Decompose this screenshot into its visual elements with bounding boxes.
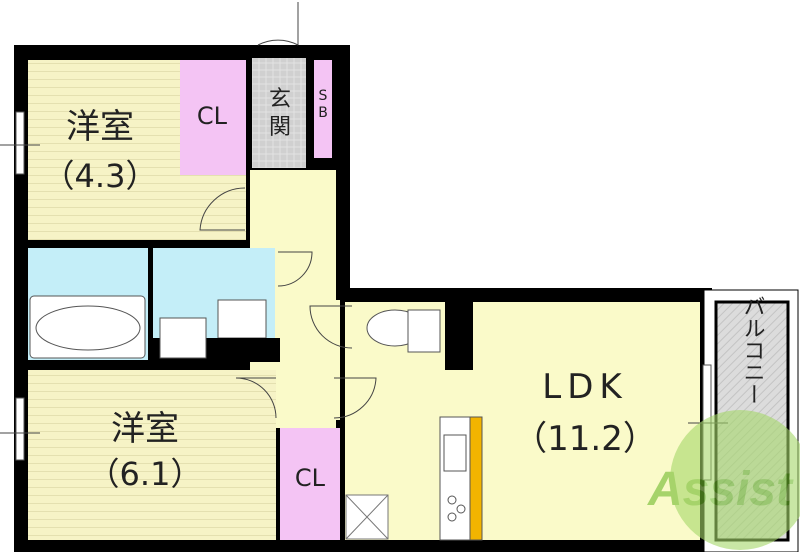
toilet-door [309, 305, 353, 349]
closet-1 [180, 60, 246, 175]
entrance-label-text: 玄 [269, 87, 291, 112]
room2-door [235, 377, 277, 419]
window[interactable] [15, 397, 25, 461]
wash-room-wall [210, 338, 280, 362]
front-door [257, 2, 299, 46]
western-room-2-size: （6.1） [88, 455, 203, 493]
ldk-room-top [470, 302, 700, 322]
room1-door [199, 187, 246, 231]
washroom-door [277, 251, 313, 287]
fridge-cross [345, 494, 389, 540]
bathtub-basin [35, 305, 141, 351]
closet-2-label: CL [295, 464, 326, 492]
doors [199, 2, 377, 419]
washing-machine [159, 317, 207, 359]
entrance-label: 玄関 [269, 87, 291, 140]
ldk-label: LDK [542, 367, 627, 407]
hallway-lower [280, 300, 340, 420]
stove-burner-icon [447, 512, 457, 522]
western-room-2 [28, 370, 276, 540]
assist-logo-text: Assist [647, 463, 794, 516]
kitchen-accent [469, 416, 483, 541]
wash-basin [217, 299, 267, 339]
shoe-box [314, 60, 332, 158]
western-room-1-label: 洋室 [66, 107, 134, 147]
stove-burner-icon [447, 495, 457, 505]
closet-1-label: CL [197, 102, 228, 130]
balcony-label: バルコニー [740, 295, 765, 405]
window[interactable] [15, 111, 25, 175]
shoe-box-label-s: S [319, 88, 328, 104]
toilet-tank [407, 309, 441, 353]
ldk-size: （11.2） [513, 419, 657, 459]
ldk-door [333, 377, 377, 419]
sink [443, 434, 467, 472]
stove-burner-icon [456, 504, 466, 514]
closet-2 [280, 428, 340, 540]
western-room-2-label: 洋室 [111, 409, 179, 449]
assist-logo: Assist [647, 410, 800, 550]
shoe-box-label-b: B [318, 105, 328, 121]
entrance [252, 58, 306, 168]
toilet-wall [445, 300, 473, 370]
western-room-1-size: （4.3） [43, 157, 158, 195]
